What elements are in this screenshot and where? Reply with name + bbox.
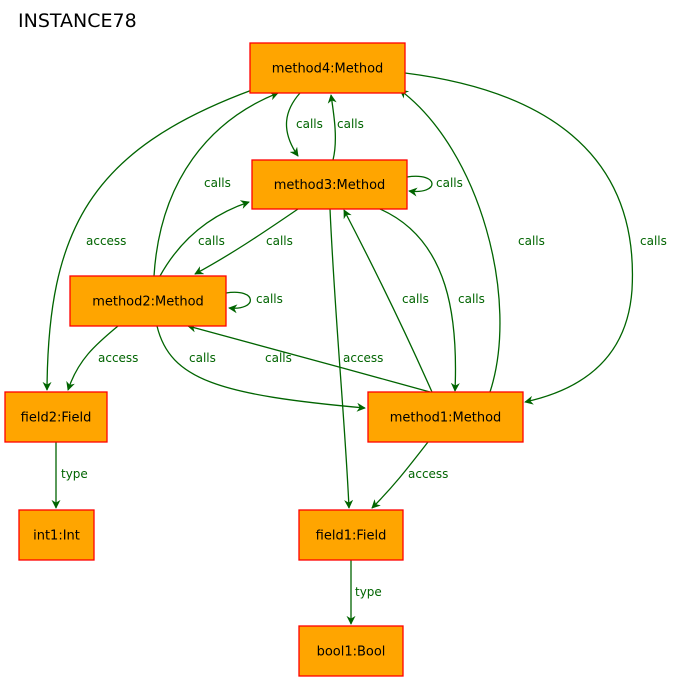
edge-label-method2-to-method3: calls (198, 234, 225, 248)
edge-method4-to-field2 (42, 89, 253, 391)
node-label-field2: field2:Field (21, 411, 92, 426)
edge-method1-to-field1 (371, 441, 429, 509)
node-label-method1: method1:Method (390, 411, 502, 426)
edge-label-field2-to-int1: type (61, 467, 88, 481)
edge-label-method2-to-method1: calls (189, 351, 216, 365)
edge-label-method4-to-field2: access (86, 234, 126, 248)
edge-label-method4-to-method3: calls (296, 117, 323, 131)
node-method4[interactable]: method4:Method (249, 42, 406, 94)
node-label-method2: method2:Method (92, 295, 204, 310)
node-box-method3[interactable] (251, 159, 408, 210)
node-int1[interactable]: int1:Int (18, 509, 95, 561)
node-field2[interactable]: field2:Field (4, 391, 108, 443)
edge-method2-to-method1 (156, 325, 366, 412)
node-bool1[interactable]: bool1:Bool (298, 625, 404, 677)
edge-label-method3-to-method4: calls (337, 117, 364, 131)
edge-label-method3-to-field1: access (343, 351, 383, 365)
edge-label-method1-to-method3: calls (402, 292, 429, 306)
node-box-field1[interactable] (298, 509, 404, 561)
node-method2[interactable]: method2:Method (69, 275, 227, 327)
edge-label-method1-to-method4: calls (518, 234, 545, 248)
node-box-method1[interactable] (367, 391, 524, 443)
node-box-method2[interactable] (69, 275, 227, 327)
node-method1[interactable]: method1:Method (367, 391, 524, 443)
edge-label-method1-to-method2: calls (265, 351, 292, 365)
edge-label-field1-to-bool1: type (355, 585, 382, 599)
edge-label-method3-to-method2: calls (266, 234, 293, 248)
edge-method2-to-method3 (159, 200, 250, 277)
edge-method2-to-method4 (153, 91, 279, 277)
edge-method3-to-method4 (327, 94, 337, 161)
edge-method1-to-method4 (399, 89, 501, 393)
edge-method3-to-field1 (329, 208, 354, 509)
edge-method4-to-method3 (285, 92, 301, 157)
node-field1[interactable]: field1:Field (298, 509, 404, 561)
edge-label-method1-to-field1: access (408, 467, 448, 481)
edge-method4-to-method1 (404, 72, 634, 405)
edge-label-method4-to-method1: calls (640, 234, 667, 248)
edge-method2-to-method2 (225, 291, 252, 314)
node-label-int1: int1:Int (33, 529, 80, 544)
edge-label-method2-to-field2: access (98, 351, 138, 365)
node-label-method4: method4:Method (272, 62, 384, 77)
edge-label-method2-to-method4: calls (204, 176, 231, 190)
edge-label-method3-to-method3: calls (436, 176, 463, 190)
node-label-field1: field1:Field (316, 529, 387, 544)
diagram-title: INSTANCE78 (18, 10, 137, 32)
node-label-bool1: bool1:Bool (317, 645, 386, 660)
edge-method3-to-method1 (379, 208, 460, 392)
edge-label-method2-to-method2: calls (256, 292, 283, 306)
node-box-bool1[interactable] (298, 625, 404, 677)
edge-method1-to-method3 (343, 209, 433, 393)
node-box-int1[interactable] (18, 509, 95, 561)
edge-label-method3-to-method1: calls (458, 292, 485, 306)
edge-method3-to-method3 (406, 175, 433, 197)
node-box-method4[interactable] (249, 42, 406, 94)
edge-method2-to-field2 (66, 325, 119, 391)
node-box-field2[interactable] (4, 391, 108, 443)
edge-method3-to-method2 (194, 208, 299, 275)
edge-method1-to-method2 (187, 323, 431, 393)
node-label-method3: method3:Method (274, 178, 386, 193)
node-method3[interactable]: method3:Method (251, 159, 408, 210)
